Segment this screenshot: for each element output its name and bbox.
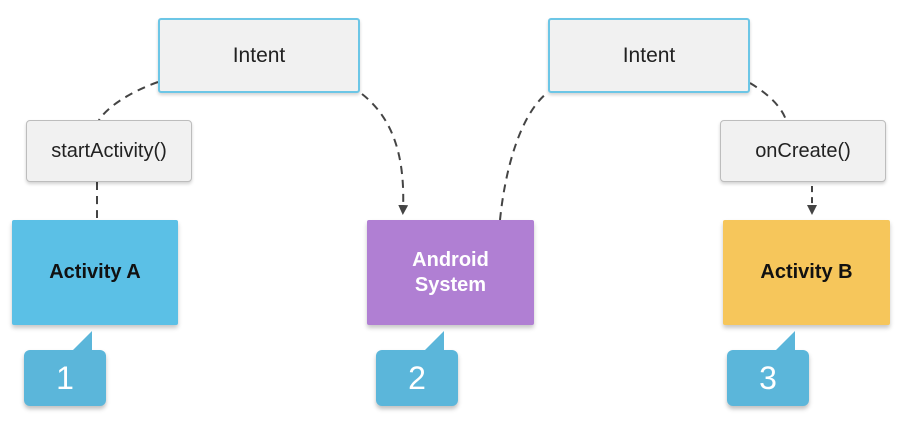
step-badge-2: 2 [376, 331, 458, 406]
arrow-intent-to-android-system [361, 93, 409, 215]
step-badge-1: 1 [24, 331, 106, 406]
oncreate-box: onCreate() [720, 120, 886, 182]
step-badge-3: 3 [727, 331, 809, 406]
step-badge-3-pointer [775, 331, 795, 351]
intent-box-left: Intent [158, 18, 360, 93]
activity-a-label: Activity A [49, 261, 141, 283]
connector-android-system-to-intent [499, 92, 548, 221]
activity-b-node: Activity B [723, 220, 890, 325]
android-system-node: Android System [367, 220, 534, 325]
start-activity-box: startActivity() [26, 120, 192, 182]
step-number-2: 2 [408, 359, 426, 396]
intent-box-right: Intent [548, 18, 750, 93]
step-badge-2-pointer [424, 331, 444, 351]
android-system-label-line1: Android [412, 248, 489, 271]
oncreate-label: onCreate() [755, 139, 851, 162]
android-system-label-line2: System [414, 273, 487, 296]
intent-label-right: Intent [622, 43, 676, 67]
intent-label-left: Intent [232, 43, 286, 67]
activity-b-label: Activity B [760, 261, 853, 283]
step-number-1: 1 [56, 359, 74, 396]
step-number-3: 3 [759, 359, 777, 396]
connector-intent-to-oncreate [749, 82, 787, 121]
step-badge-1-pointer [72, 331, 92, 351]
connector-intent-to-start-activity [97, 81, 159, 123]
start-activity-label: startActivity() [51, 139, 167, 162]
activity-a-node: Activity A [12, 220, 178, 325]
